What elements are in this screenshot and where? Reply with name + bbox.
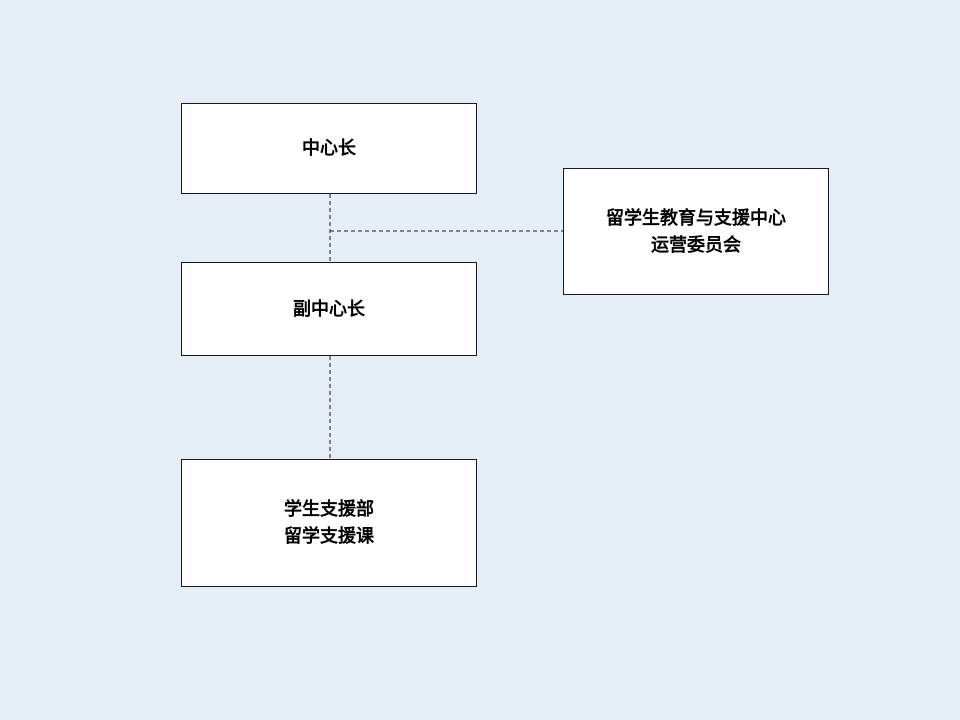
department-box: 学生支援部 留学支援课 [181, 459, 477, 587]
committee-label-line2: 运营委员会 [651, 234, 741, 256]
deputy-director-box: 副中心长 [181, 262, 477, 356]
deputy-director-label: 副中心长 [293, 298, 365, 320]
director-box: 中心长 [181, 103, 477, 194]
director-label: 中心长 [302, 138, 356, 159]
committee-label-line1: 留学生教育与支援中心 [606, 207, 786, 229]
committee-box: 留学生教育与支援中心 运营委员会 [563, 168, 829, 295]
department-label-line1: 学生支援部 [284, 499, 374, 520]
department-label-line2: 留学支援课 [284, 526, 374, 547]
